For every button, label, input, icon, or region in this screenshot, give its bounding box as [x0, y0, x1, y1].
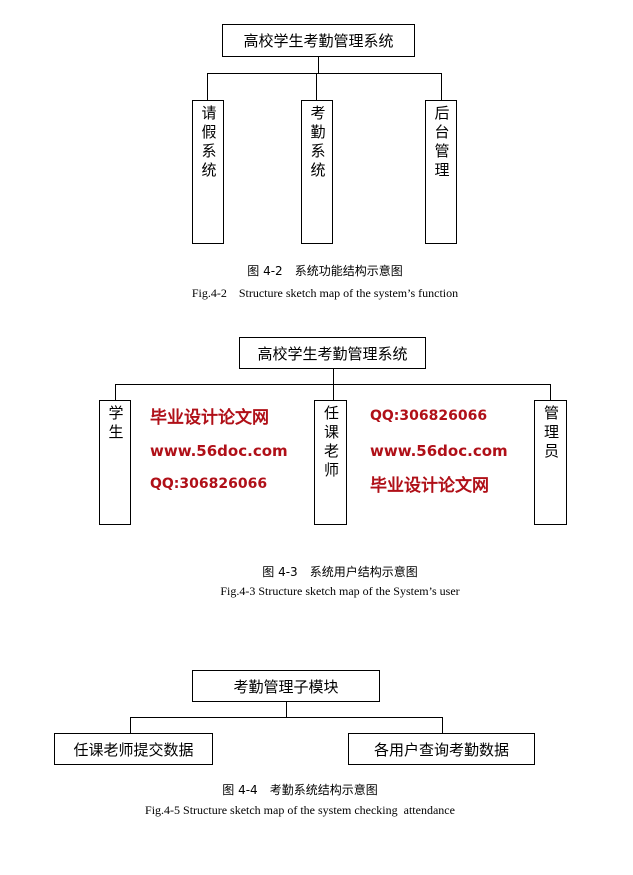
connector: [130, 717, 131, 733]
node-label: 考勤系统: [308, 105, 327, 181]
connector: [115, 384, 551, 385]
node-teacher-submit-data: 任课老师提交数据: [54, 733, 213, 765]
caption-cn: 图 4-2 系统功能结构示意图: [247, 264, 403, 278]
node-backend-management: 后台管理: [425, 100, 457, 244]
connector: [115, 384, 116, 400]
node-teacher: 任课老师: [314, 400, 347, 525]
watermark-site-name: 毕业设计论文网: [370, 476, 489, 496]
node-label: 后台管理: [432, 105, 451, 181]
node-label: 学生: [106, 405, 125, 443]
node-label: 管理员: [542, 405, 560, 462]
node-leave-system: 请假系统: [192, 100, 224, 244]
caption-en: Fig.4-3 Structure sketch map of the Syst…: [220, 584, 460, 598]
node-administrator: 管理员: [534, 400, 567, 525]
watermark-qq: QQ:306826066: [150, 476, 268, 492]
connector: [441, 73, 442, 100]
node-users-query-data: 各用户查询考勤数据: [348, 733, 535, 765]
watermark-url: www.56doc.com: [370, 442, 508, 460]
caption-en: Fig.4-2 Structure sketch map of the syst…: [191, 286, 459, 300]
node-label: 任课老师: [322, 405, 340, 481]
caption-cn: 图 4-3 系统用户结构示意图: [262, 565, 418, 579]
connector: [286, 702, 287, 717]
node-attendance-system: 考勤系统: [301, 100, 333, 244]
caption-en: Fig.4-5 Structure sketch map of the syst…: [145, 803, 455, 817]
connector: [318, 57, 319, 73]
root-node: 高校学生考勤管理系统: [239, 337, 426, 369]
watermark-site-name: 毕业设计论文网: [150, 408, 269, 428]
caption-cn: 图 4-4 考勤系统结构示意图: [222, 783, 378, 797]
root-node: 考勤管理子模块: [192, 670, 380, 702]
connector: [550, 384, 551, 400]
root-node: 高校学生考勤管理系统: [222, 24, 415, 57]
connector: [207, 73, 442, 74]
node-label: 请假系统: [199, 105, 218, 181]
connector: [316, 73, 317, 100]
node-student: 学生: [99, 400, 131, 525]
connector: [130, 717, 443, 718]
connector: [442, 717, 443, 733]
connector: [207, 73, 208, 100]
watermark-url: www.56doc.com: [150, 442, 288, 460]
watermark-qq: QQ:306826066: [370, 408, 488, 424]
